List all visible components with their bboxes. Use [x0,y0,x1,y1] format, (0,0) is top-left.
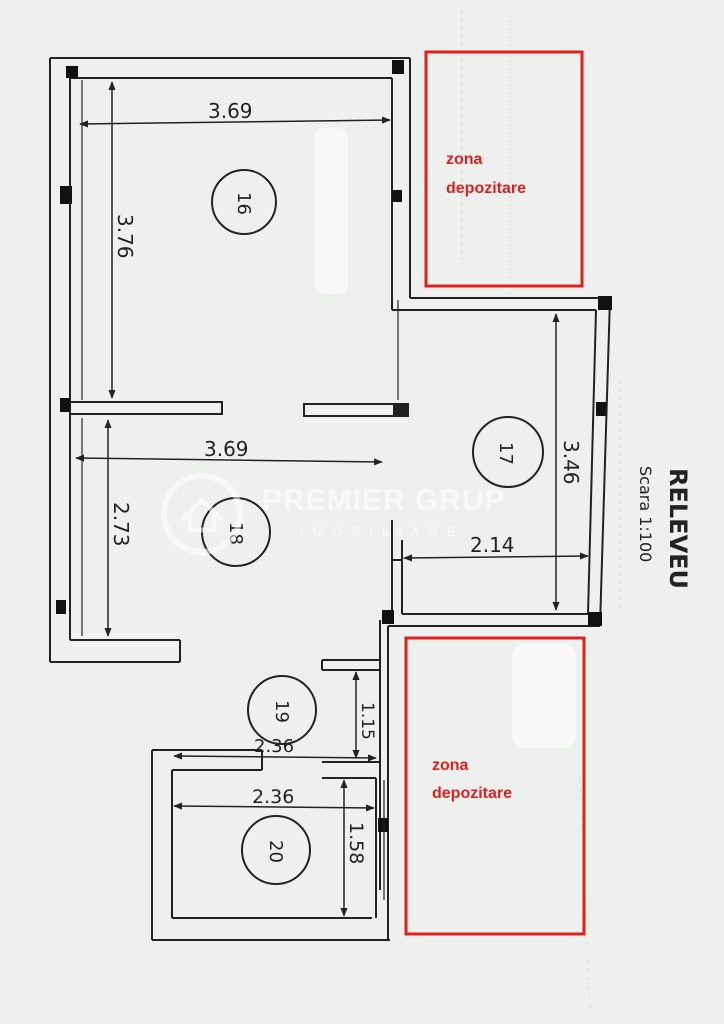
walls [49,57,611,941]
watermark: PREMIER GRUP IMOBILIARE [161,473,506,555]
room17-width-label: 2.14 [470,533,515,557]
storage-zone-top-label-2: depozitare [446,180,526,197]
dim-19-width [173,752,377,762]
room19-length-label: 1.15 [357,702,377,740]
stamp-title: RELEVEU [664,468,692,589]
room16-circle [211,169,277,235]
room17-circle [472,416,544,488]
room19-width-label: 2.36 [254,736,294,757]
room16-length-label: 3.76 [113,214,137,259]
dimension-labels: 3.69 3.76 3.69 2.73 3.46 2.14 1.15 2.36 … [109,99,583,864]
room18-width-label: 3.69 [204,437,249,461]
dim-17-width [403,552,589,562]
room20-width-label: 2.36 [252,786,294,808]
room-numbers: 16 17 18 19 20 [225,192,516,863]
room20-circle [241,815,311,885]
partition-16-18 [69,401,409,417]
redaction-patches [314,128,576,748]
room17-length-label: 3.46 [559,440,583,485]
right-wall-17-inner [587,309,597,615]
storage-zone-bottom [404,636,586,936]
watermark-brand: PREMIER GRUP [262,484,506,517]
window-bands [81,80,399,900]
storage-zone-bottom-label-1: zona [432,757,469,774]
room17-number: 17 [495,442,516,465]
room20-length-label: 1.58 [345,822,367,864]
room16-number: 16 [233,192,254,215]
watermark-logo-icon [161,473,243,555]
storage-zone-top [424,50,584,288]
dim-16-width [79,116,391,128]
dim-18-width [75,454,383,466]
room19-number: 19 [271,700,292,723]
room20-number: 20 [265,840,286,863]
storage-zone-bottom-label-2: depozitare [432,785,512,802]
room19-circle [247,675,317,745]
stamp: RELEVEU Scara 1:100 [636,466,692,589]
wall-jambs [56,60,612,832]
dimension-lines [75,81,589,917]
watermark-sub: IMOBILIARE [300,524,464,539]
stamp-scale: Scara 1:100 [636,466,655,562]
storage-zone-top-label-1: zona [446,151,483,168]
storage-zones: zona depozitare zona depozitare [404,50,586,936]
room18-length-label: 2.73 [109,502,133,547]
right-wall-17-outer [599,297,611,627]
room16-width-label: 3.69 [208,99,253,123]
